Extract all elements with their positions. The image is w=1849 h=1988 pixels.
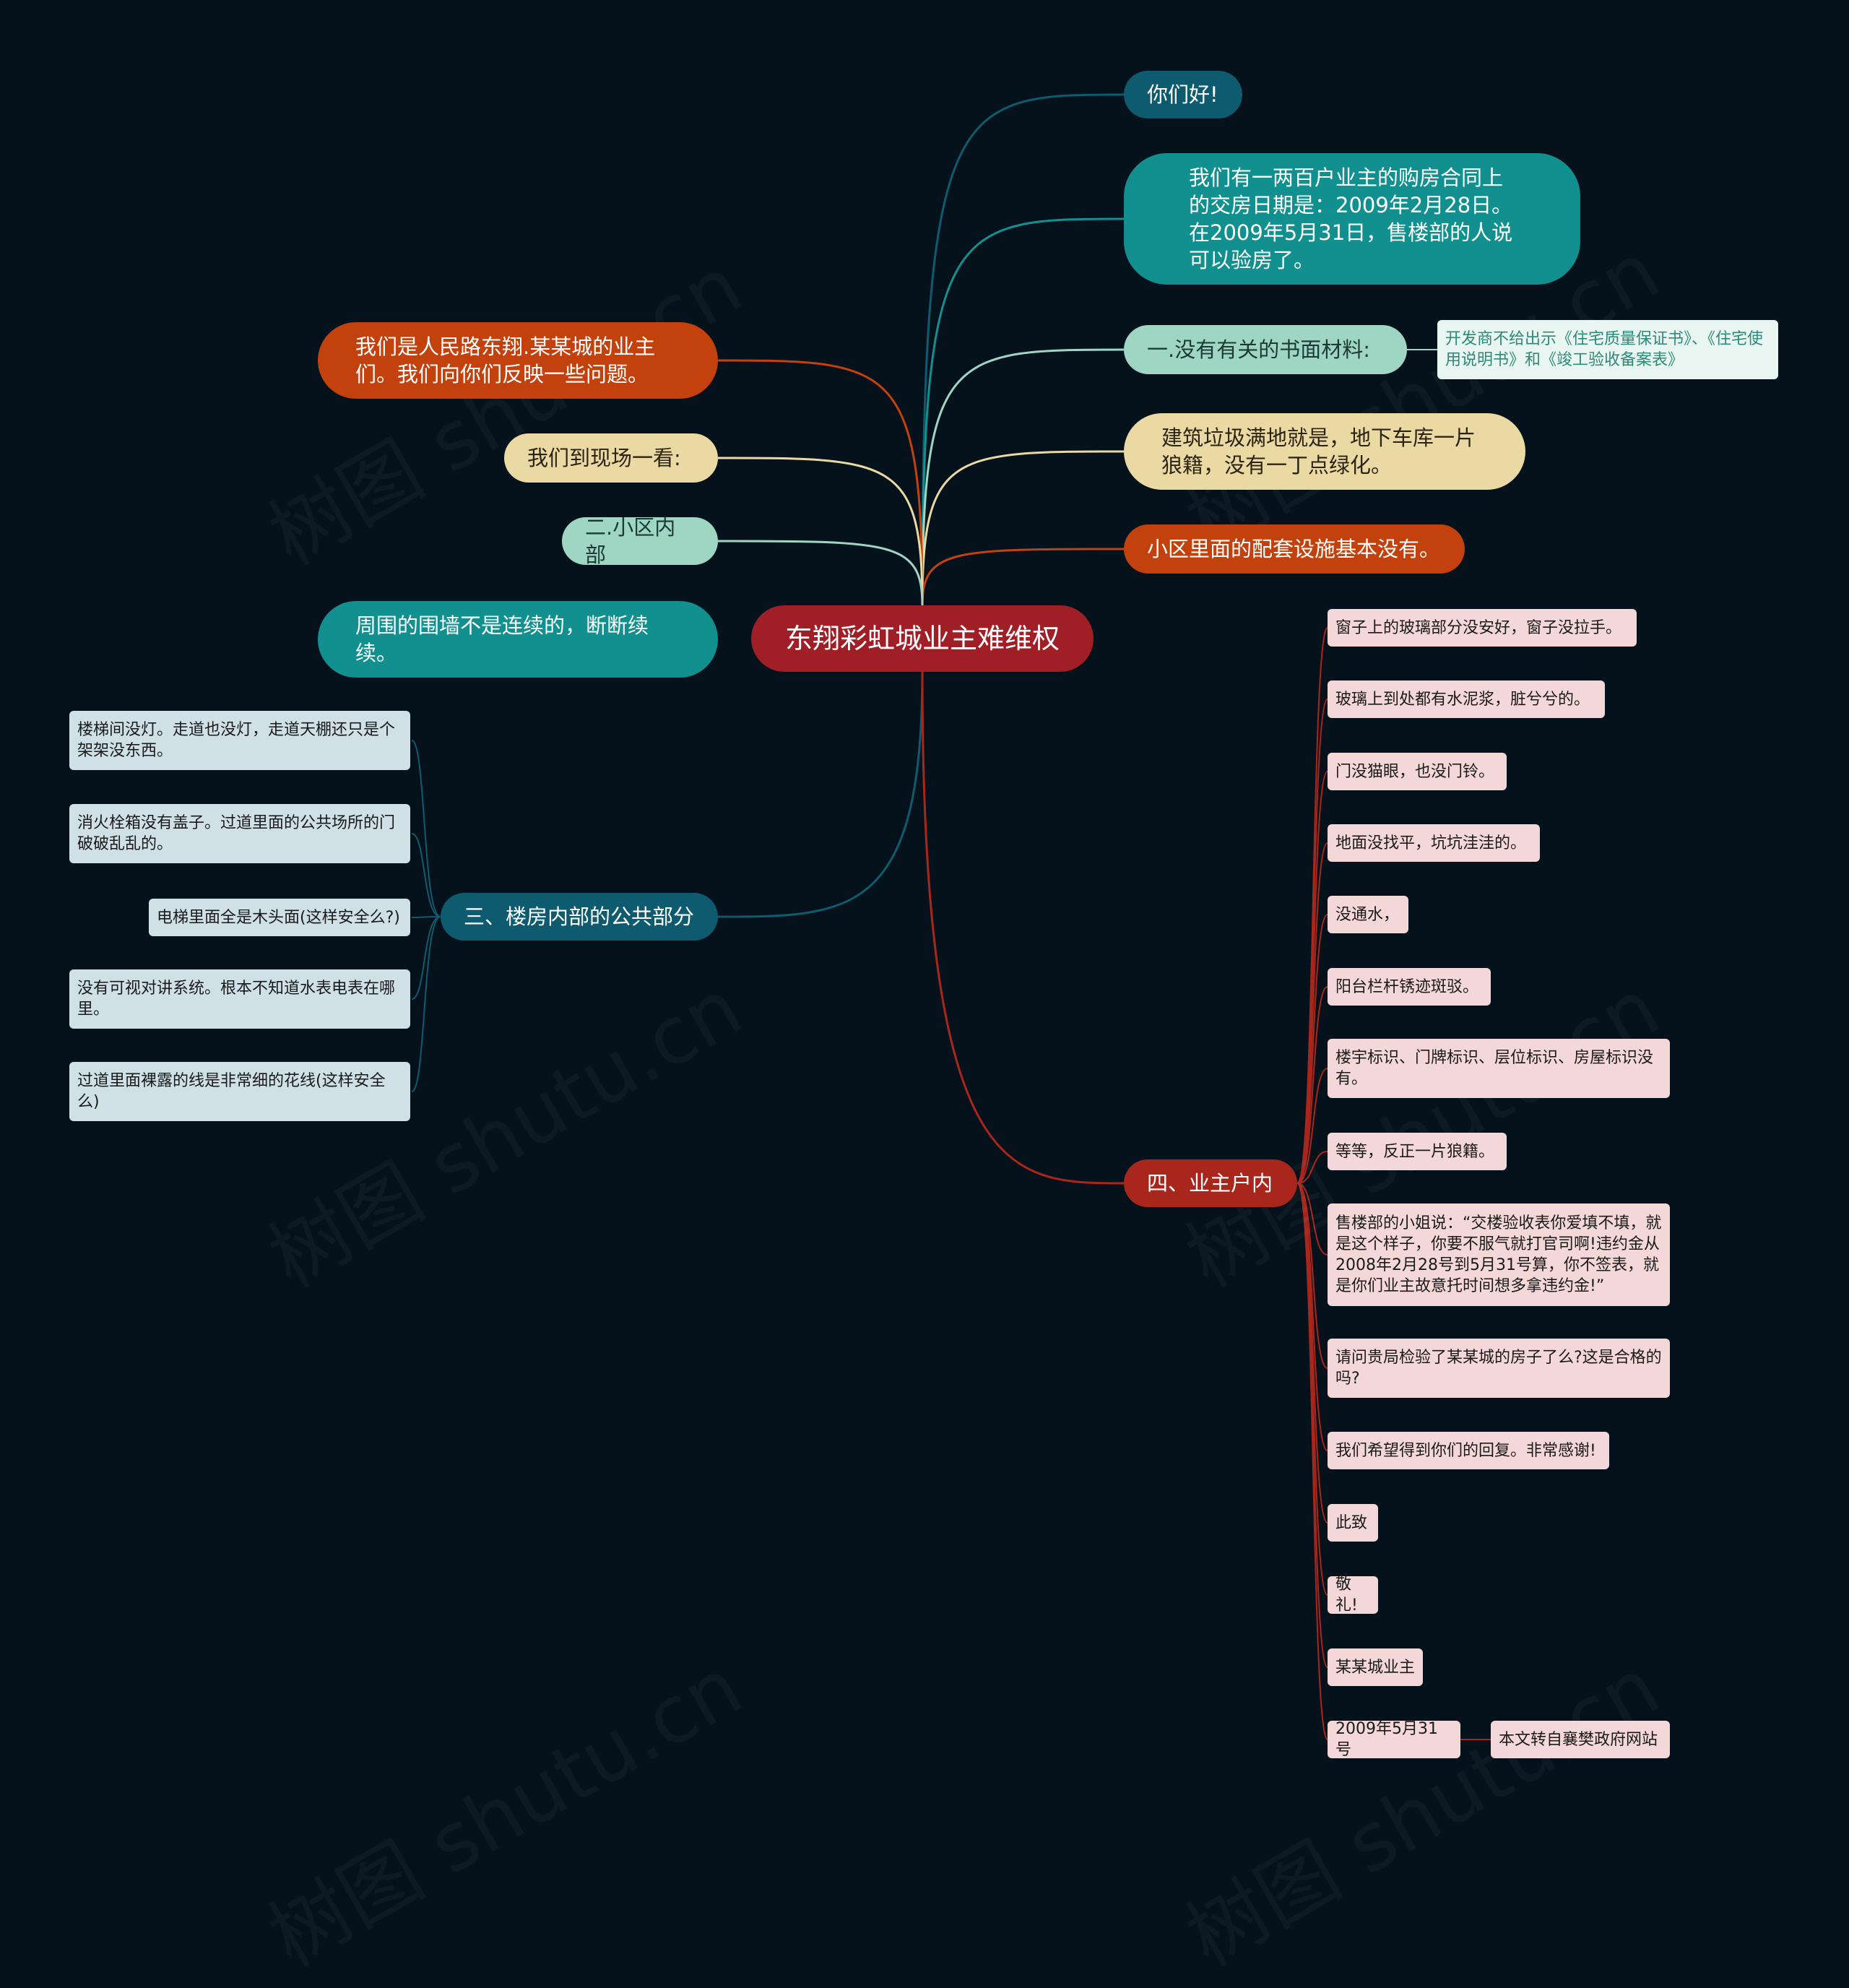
household-item[interactable]: 2009年5月31号	[1328, 1720, 1460, 1759]
branch-line	[921, 348, 1125, 606]
leaf-line	[1296, 842, 1328, 1184]
topic-garbage-label: 建筑垃圾满地就是，地下车库一片狼籍，没有一丁点绿化。	[1161, 425, 1476, 477]
topic-visit[interactable]: 我们到现场一看:	[504, 433, 718, 483]
household-item-label: 阳台栏杆锈迹斑驳。	[1335, 977, 1479, 996]
topic-owners-label: 我们是人民路东翔.某某城的业主们。我们向你们反映一些问题。	[355, 334, 656, 386]
household-item[interactable]: 请问贵局检验了某某城的房子了么?这是合格的吗?	[1328, 1339, 1670, 1398]
building-item-label: 消火栓箱没有盖子。过道里面的公共场所的门破破乱乱的。	[77, 814, 396, 853]
household-item[interactable]: 楼宇标识、门牌标识、层位标识、房屋标识没有。	[1328, 1039, 1670, 1098]
household-item-label: 楼宇标识、门牌标识、层位标识、房屋标识没有。	[1335, 1049, 1654, 1088]
topic-owners[interactable]: 我们是人民路东翔.某某城的业主们。我们向你们反映一些问题。	[318, 322, 718, 399]
topic-wall-label: 周围的围墙不是连续的，断断续续。	[355, 613, 649, 665]
building-item[interactable]: 楼梯间没灯。走道也没灯，走道天棚还只是个架架没东西。	[69, 711, 410, 770]
leaf-line	[411, 916, 441, 1092]
connector-lines	[411, 93, 1491, 1740]
branch-line	[921, 450, 1125, 606]
household-item[interactable]: 窗子上的玻璃部分没安好，窗子没拉手。	[1328, 609, 1637, 647]
leaf-line	[1296, 1151, 1328, 1184]
branch-line	[921, 217, 1125, 606]
household-source-label: 本文转自襄樊政府网站	[1499, 1730, 1658, 1749]
topic-facilities[interactable]: 小区里面的配套设施基本没有。	[1124, 524, 1465, 574]
household-item-label: 某某城业主	[1335, 1658, 1416, 1677]
household-item-label: 此致	[1335, 1513, 1368, 1532]
docs-detail-label: 开发商不给出示《住宅质量保证书》、《住宅使用说明书》和《竣工验收备案表》	[1445, 330, 1764, 369]
household-item[interactable]: 阳台栏杆锈迹斑驳。	[1328, 968, 1491, 1006]
central-topic-label: 东翔彩虹城业主难维权	[784, 623, 1060, 654]
topic-hello-label: 你们好!	[1147, 82, 1218, 107]
household-item-label: 门没猫眼，也没门铃。	[1335, 762, 1495, 781]
household-item[interactable]: 我们希望得到你们的回复。非常感谢!	[1328, 1432, 1609, 1469]
branch-line	[717, 540, 924, 606]
topic-hello[interactable]: 你们好!	[1124, 71, 1242, 118]
household-item-label: 我们希望得到你们的回复。非常感谢!	[1335, 1441, 1596, 1460]
leaf-line	[411, 833, 441, 917]
topic-garbage[interactable]: 建筑垃圾满地就是，地下车库一片狼籍，没有一丁点绿化。	[1124, 413, 1525, 490]
topic-building-label: 三、楼房内部的公共部分	[464, 904, 695, 929]
household-item[interactable]: 没通水，	[1328, 896, 1408, 933]
household-item[interactable]: 售楼部的小姐说：“交楼验收表你爱填不填，就是这个样子，你要不服气就打官司啊!违约…	[1328, 1203, 1670, 1306]
central-topic[interactable]: 东翔彩虹城业主难维权	[751, 605, 1094, 672]
branch-line	[717, 457, 924, 606]
household-item-label: 等等，反正一片狼籍。	[1335, 1142, 1495, 1161]
topic-inside[interactable]: 二.小区内部	[562, 515, 718, 567]
branch-line	[921, 671, 1125, 1185]
leaf-line	[1296, 771, 1328, 1184]
building-item-label: 没有可视对讲系统。根本不知道水表电表在哪里。	[77, 980, 396, 1019]
leaf-line	[1296, 699, 1328, 1184]
leaf-line	[411, 740, 441, 917]
leaf-line	[1296, 1068, 1328, 1184]
leaf-line	[1296, 986, 1328, 1184]
household-item-label: 玻璃上到处都有水泥浆，脏兮兮的。	[1335, 690, 1590, 709]
building-item-label: 电梯里面全是木头面(这样安全么?)	[157, 908, 400, 927]
household-item[interactable]: 此致	[1328, 1504, 1378, 1542]
docs-detail[interactable]: 开发商不给出示《住宅质量保证书》、《住宅使用说明书》和《竣工验收备案表》	[1437, 320, 1778, 379]
building-item[interactable]: 过道里面裸露的线是非常细的花线(这样安全么)	[69, 1062, 410, 1121]
topic-docs[interactable]: 一.没有有关的书面材料:	[1124, 325, 1407, 374]
building-item-label: 楼梯间没灯。走道也没灯，走道天棚还只是个架架没东西。	[77, 721, 396, 760]
topic-wall[interactable]: 周围的围墙不是连续的，断断续续。	[318, 601, 718, 678]
household-item[interactable]: 某某城业主	[1328, 1648, 1423, 1686]
household-item-label: 售楼部的小姐说：“交楼验收表你爱填不填，就是这个样子，你要不服气就打官司啊!违约…	[1335, 1214, 1662, 1295]
household-item[interactable]: 等等，反正一片狼籍。	[1328, 1133, 1507, 1170]
branch-line	[921, 548, 1125, 606]
building-item[interactable]: 消火栓箱没有盖子。过道里面的公共场所的门破破乱乱的。	[69, 804, 410, 863]
building-item-label: 过道里面裸露的线是非常细的花线(这样安全么)	[77, 1072, 386, 1111]
household-item-label: 请问贵局检验了某某城的房子了么?这是合格的吗?	[1335, 1349, 1662, 1388]
topic-facilities-label: 小区里面的配套设施基本没有。	[1147, 537, 1441, 561]
building-item[interactable]: 没有可视对讲系统。根本不知道水表电表在哪里。	[69, 969, 410, 1029]
household-item-label: 敬礼!	[1335, 1576, 1358, 1615]
household-source[interactable]: 本文转自襄樊政府网站	[1491, 1721, 1670, 1758]
topic-visit-label: 我们到现场一看:	[527, 446, 681, 470]
household-item[interactable]: 地面没找平，坑坑洼洼的。	[1328, 824, 1540, 862]
branch-line	[717, 671, 924, 918]
household-item-label: 2009年5月31号	[1335, 1720, 1438, 1759]
branch-line	[717, 359, 924, 606]
topic-household-label: 四、业主户内	[1147, 1171, 1273, 1196]
household-item[interactable]: 门没猫眼，也没门铃。	[1328, 753, 1507, 790]
topic-contract-label: 我们有一两百户业主的购房合同上的交房日期是：2009年2月28日。在2009年5…	[1189, 165, 1513, 272]
household-item[interactable]: 敬礼!	[1328, 1576, 1378, 1615]
household-item-label: 地面没找平，坑坑洼洼的。	[1335, 834, 1527, 852]
topic-contract[interactable]: 我们有一两百户业主的购房合同上的交房日期是：2009年2月28日。在2009年5…	[1124, 153, 1580, 285]
leaf-line	[411, 916, 441, 1000]
household-item[interactable]: 玻璃上到处都有水泥浆，脏兮兮的。	[1328, 680, 1605, 718]
household-item-label: 窗子上的玻璃部分没安好，窗子没拉手。	[1335, 618, 1622, 637]
topic-docs-label: 一.没有有关的书面材料:	[1147, 337, 1370, 362]
topic-building[interactable]: 三、楼房内部的公共部分	[441, 893, 718, 941]
leaf-line	[1296, 914, 1328, 1184]
topic-household[interactable]: 四、业主户内	[1124, 1159, 1297, 1207]
leaf-line	[1296, 1183, 1328, 1369]
leaf-line	[1296, 1183, 1328, 1740]
household-item-label: 没通水，	[1335, 905, 1400, 924]
branch-line	[921, 93, 1125, 606]
leaf-line	[1296, 1183, 1328, 1256]
building-item[interactable]: 电梯里面全是木头面(这样安全么?)	[149, 899, 410, 936]
topic-inside-label: 二.小区内部	[585, 515, 676, 567]
